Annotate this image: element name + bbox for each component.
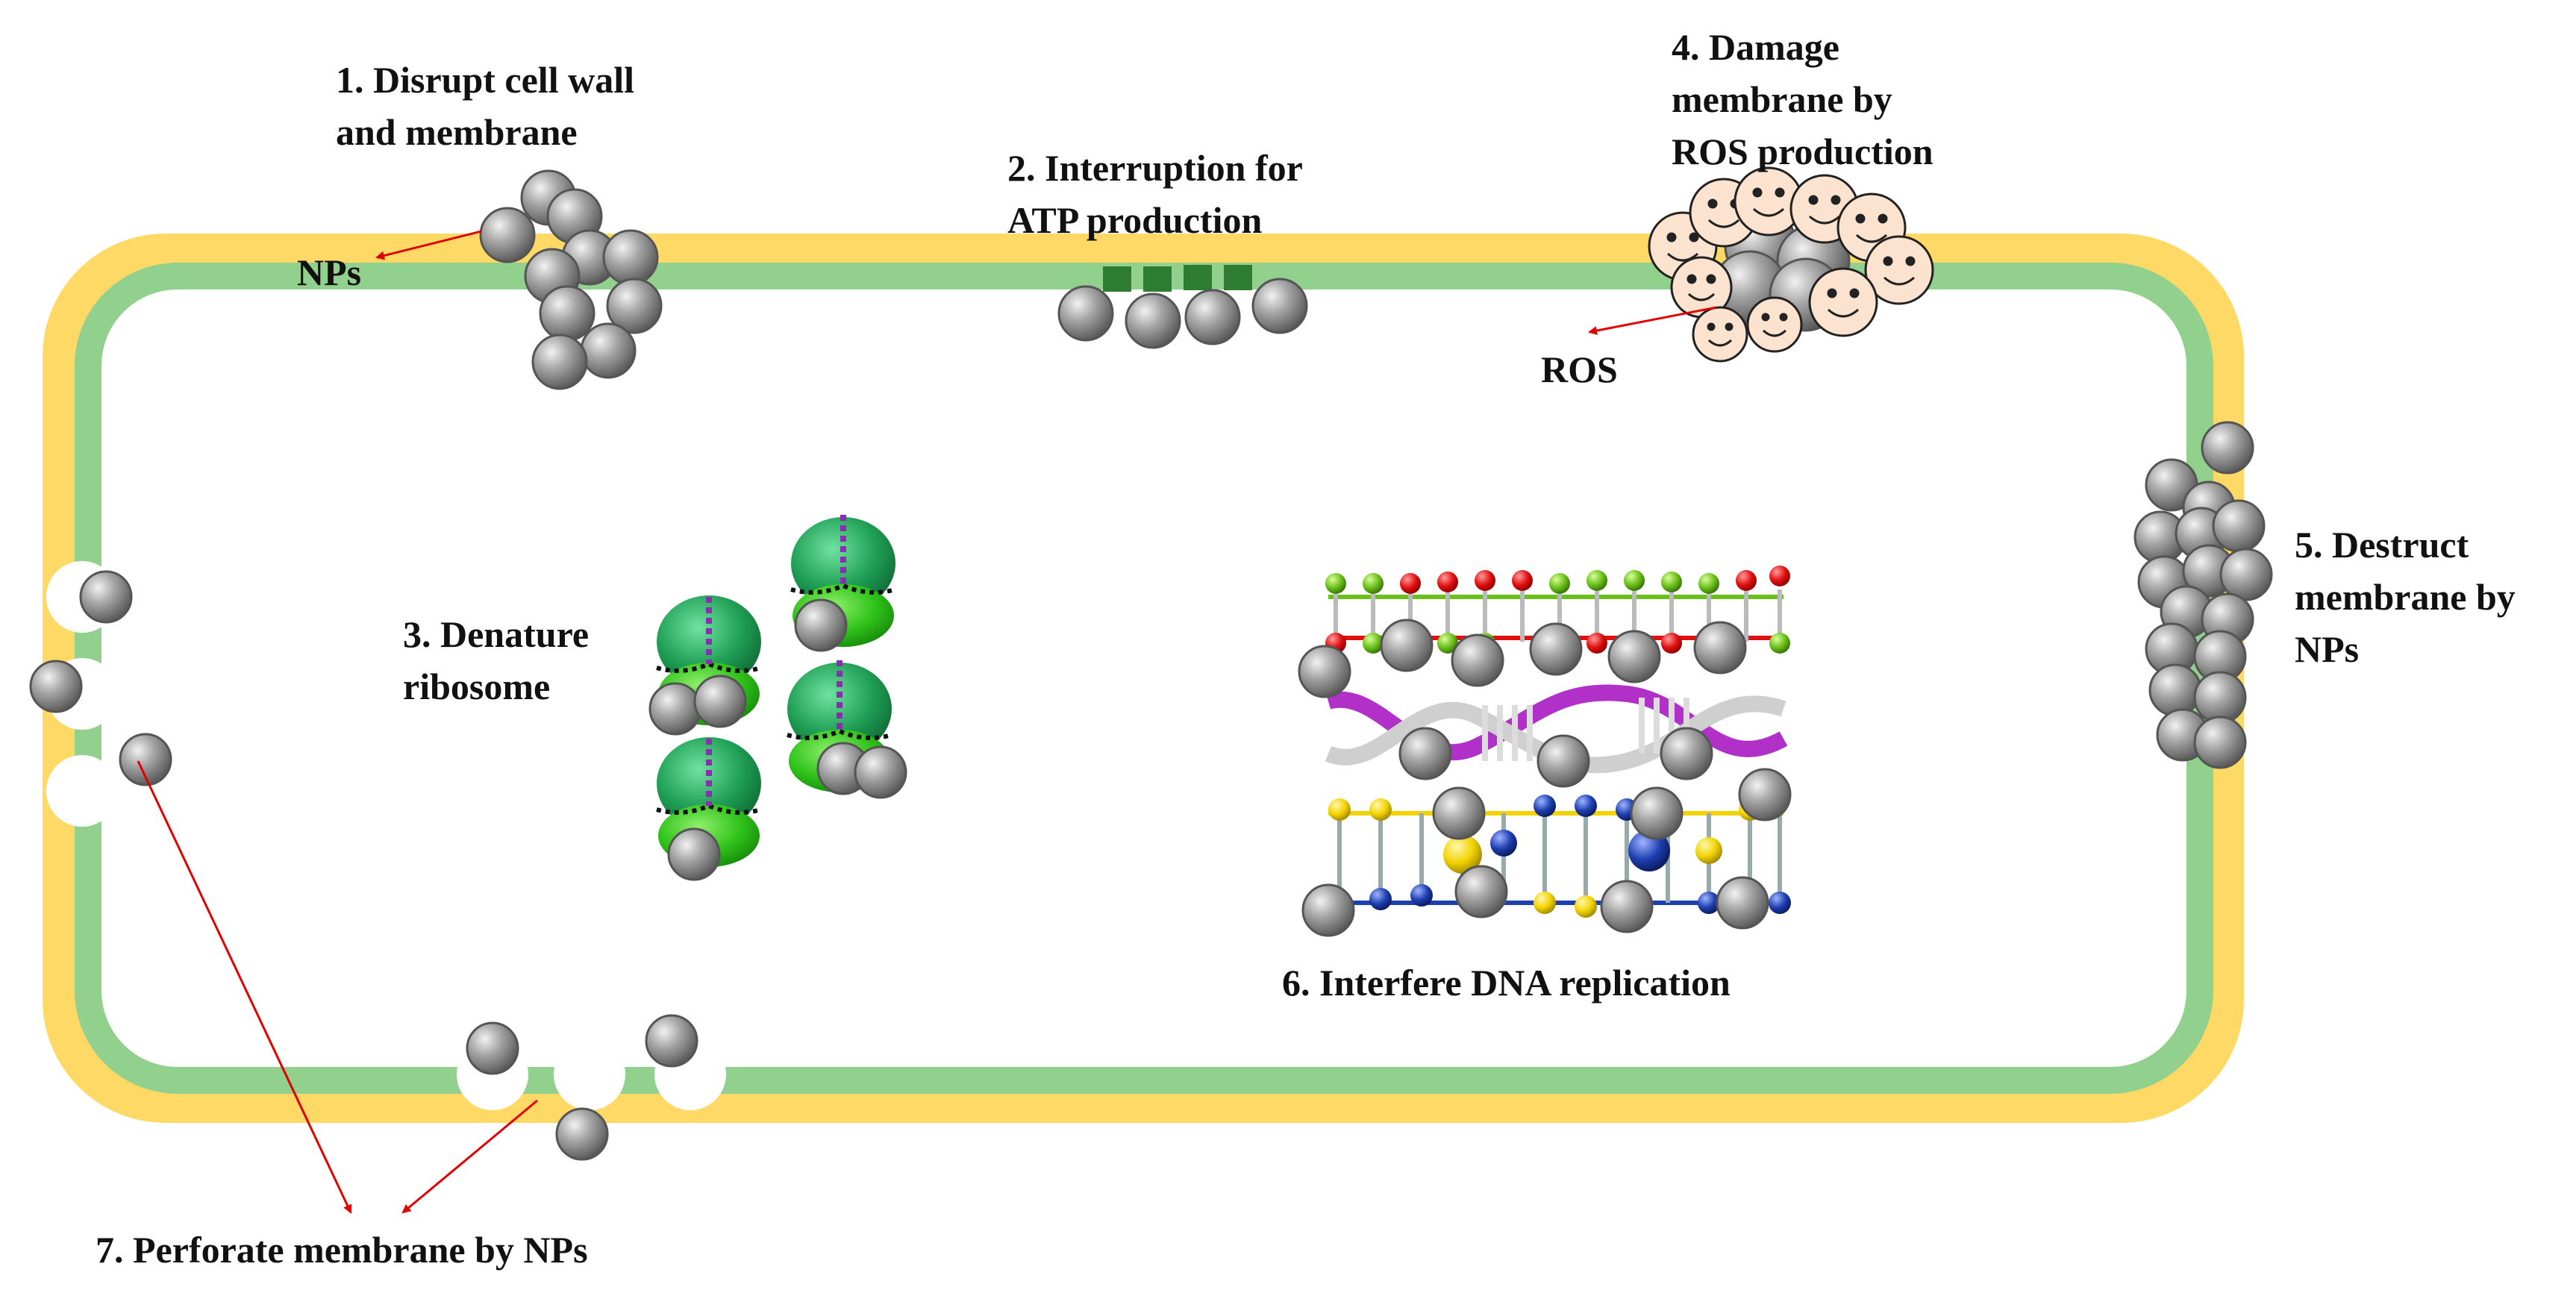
label-step3-line2: ribosome <box>403 666 551 707</box>
dna-top-strand <box>1325 566 1790 654</box>
arrow-perforate-bottom <box>401 1099 538 1214</box>
smiley-face-icon <box>1808 267 1878 337</box>
atp-synthase-blocks <box>1103 265 1252 292</box>
smiley-face-icon <box>1864 235 1934 305</box>
label-step4: 4. Damage membrane by ROS production <box>1672 21 1933 178</box>
label-step1-line2: and membrane <box>336 111 578 153</box>
ros-smiley-faces <box>1648 166 1934 363</box>
label-step2-line2: ATP production <box>1007 199 1263 241</box>
label-step4-line3: ROS production <box>1672 131 1933 172</box>
label-step2-line1: 2. Interruption for <box>1007 147 1303 189</box>
np-cluster-disrupt-wall <box>479 169 663 390</box>
label-step3: 3. Denature ribosome <box>403 608 589 713</box>
label-step2: 2. Interruption for ATP production <box>1007 142 1303 246</box>
smiley-face-icon <box>1734 166 1804 237</box>
ribosome-group <box>648 515 907 881</box>
arrow-perforate-left <box>137 760 352 1214</box>
label-step5-line3: NPs <box>2295 628 2360 670</box>
label-step7: 7. Perforate membrane by NPs <box>96 1229 588 1271</box>
arrow-nps <box>375 230 482 260</box>
cell-envelope <box>43 234 2244 1123</box>
np-on-dna <box>1298 619 1792 937</box>
label-step5-line2: membrane by <box>2295 576 2516 618</box>
cell-wall <box>43 234 2244 1123</box>
smiley-face-icon <box>1692 306 1748 363</box>
label-step1: 1. Disrupt cell wall and membrane <box>336 54 634 158</box>
np-cluster-destruct-membrane <box>2133 421 2273 769</box>
label-step1-line1: 1. Disrupt cell wall <box>336 59 634 101</box>
dna-illustration <box>1298 566 1792 937</box>
label-step6: 6. Interfere DNA replication <box>1282 962 1731 1004</box>
smiley-face-icon <box>1746 296 1803 353</box>
label-step5: 5. Destruct membrane by NPs <box>2295 519 2516 675</box>
label-nps: NPs <box>297 251 362 293</box>
arrow-ros <box>1588 306 1717 335</box>
label-step3-line1: 3. Denature <box>403 613 590 655</box>
np-row-atp <box>1057 278 1308 349</box>
ros-cluster <box>1648 166 1934 363</box>
np-perforate-membrane <box>29 570 698 1161</box>
label-ros: ROS <box>1541 348 1618 390</box>
label-step5-line1: 5. Destruct <box>2295 524 2469 566</box>
label-step4-line2: membrane by <box>1672 78 1892 120</box>
label-step4-line1: 4. Damage <box>1672 26 1839 68</box>
pointer-arrows <box>137 230 1717 1214</box>
membrane-pores <box>46 561 726 1110</box>
